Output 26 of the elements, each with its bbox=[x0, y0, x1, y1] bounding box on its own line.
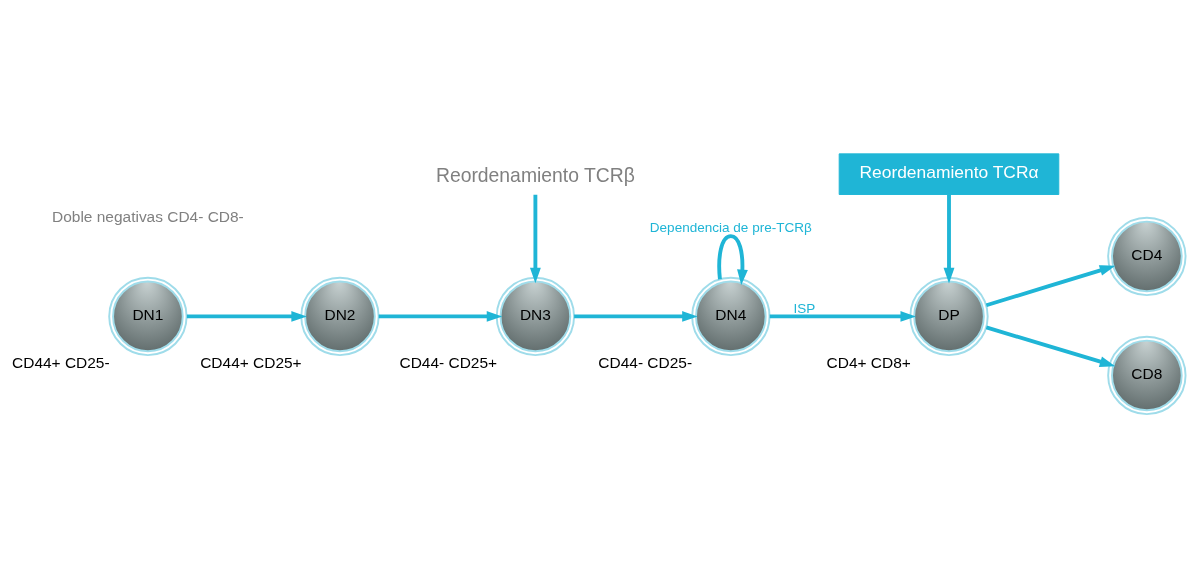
node-circle: DP bbox=[909, 276, 989, 356]
node-label: CD44+ CD25- bbox=[12, 353, 110, 370]
node-text: Reordenamiento TCRβ bbox=[435, 163, 635, 186]
node-circle: DN4 bbox=[691, 276, 771, 356]
arrow bbox=[943, 194, 955, 283]
node-circle: CD8 bbox=[1107, 335, 1187, 415]
label: Doble negativas CD4- CD8- bbox=[52, 207, 244, 225]
node-circle: CD4 bbox=[1107, 216, 1187, 296]
arrow bbox=[574, 310, 698, 322]
arrow bbox=[717, 233, 748, 285]
arrow bbox=[985, 325, 1116, 367]
node-label: CD44- CD25- bbox=[598, 353, 693, 370]
edge-label: ISP bbox=[793, 300, 816, 316]
node-circle: DN3 bbox=[495, 276, 576, 356]
edge-label: Dependencia de pre-TCRβ bbox=[649, 219, 812, 235]
node-circle: DN1 bbox=[108, 276, 188, 356]
node-label: CD4+ CD8+ bbox=[826, 353, 911, 370]
arrow bbox=[186, 310, 307, 322]
arrow bbox=[529, 194, 541, 283]
arrow bbox=[985, 264, 1116, 307]
arrow bbox=[378, 310, 503, 322]
arrow bbox=[769, 310, 916, 322]
node-label: CD44+ CD25+ bbox=[200, 353, 302, 370]
node-circle: DN2 bbox=[300, 276, 380, 356]
node-label: CD44- CD25+ bbox=[399, 353, 498, 370]
node-box: Reordenamiento TCRα bbox=[838, 152, 1060, 195]
